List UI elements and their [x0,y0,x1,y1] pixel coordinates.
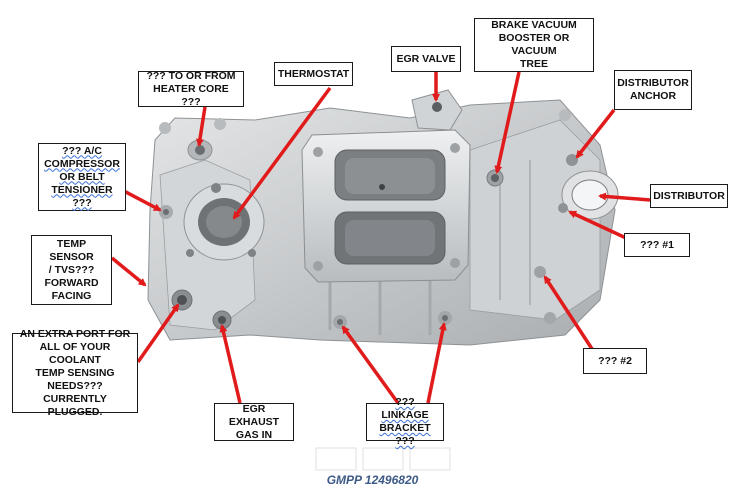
arrow-distributor [598,192,651,202]
label-linkage-bracket: ??? LINKAGE BRACKET ??? [366,396,444,447]
label-distributor-anchor: DISTRIBUTOR ANCHOR [614,70,692,110]
label-question-1: ??? #1 [624,233,690,257]
arrow-q1 [568,210,627,240]
manifold-casting [147,89,619,346]
label-egr-valve: EGR VALVE [391,46,461,72]
arrow-brake [494,71,521,174]
arrow-egr-exhaust [219,324,242,404]
label-temp-sensor: TEMP SENSOR / TVS??? FORWARD FACING [31,235,112,305]
label-thermostat: THERMOSTAT [274,62,353,86]
label-ac-compressor: ??? A/C COMPRESSOR OR BELT TENSIONER ??? [38,143,126,211]
arrow-linkage-left [341,325,400,405]
label-distributor: DISTRIBUTOR [650,184,728,208]
label-extra-port: AN EXTRA PORT FOR ALL OF YOUR COOLANT TE… [12,328,138,418]
label-question-2: ??? #2 [583,348,647,374]
arrow-dist-anchor [575,108,616,159]
bottom-thumbnail-frames [315,447,451,471]
arrow-thermostat [232,86,332,220]
arrow-temp-sensor [110,256,147,287]
arrow-heater [195,106,207,147]
part-number-caption: GMPP 12496820 [326,473,419,487]
arrow-linkage-right [426,322,447,404]
arrow-q2 [543,275,598,356]
label-heater-core: ??? TO OR FROM HEATER CORE ??? [138,70,244,108]
label-egr-exhaust: EGR EXHAUST GAS IN [214,403,294,441]
label-brake-vacuum: BRAKE VACUUM BOOSTER OR VACUUM TREE [474,18,594,72]
arrow-ac [121,188,162,212]
arrow-extra-port [136,303,180,364]
annotation-arrows [110,71,651,405]
